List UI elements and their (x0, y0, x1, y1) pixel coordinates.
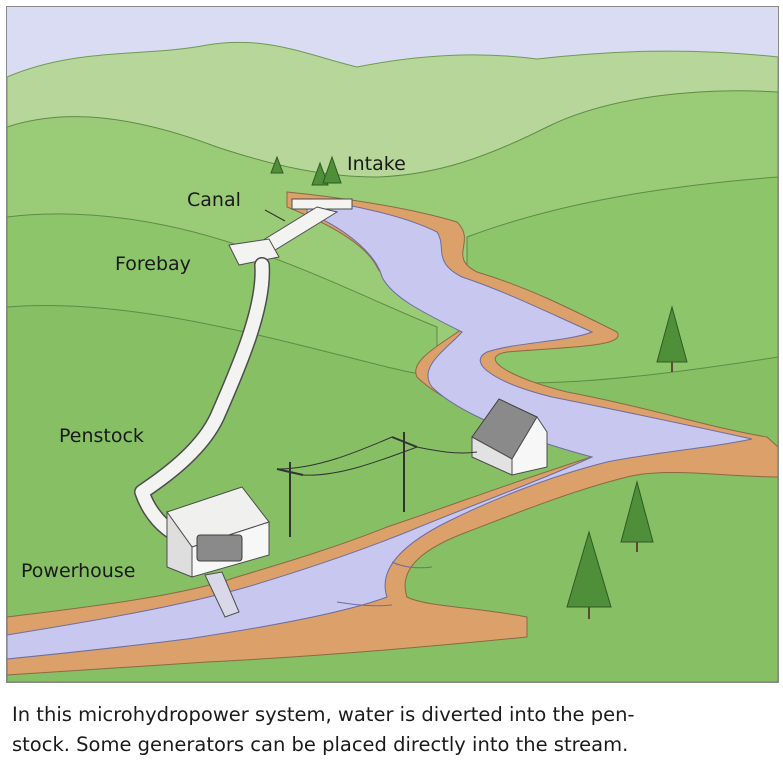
power-wire (302, 446, 418, 476)
microhydropower-illustration: Intake Canal Forebay Penstock Powerhouse (6, 6, 779, 683)
canal-leader-line (264, 209, 286, 222)
figure-caption: In this microhydropower system, water is… (12, 700, 772, 760)
tree-icon (270, 155, 342, 186)
utility-pole-arm (276, 468, 304, 476)
label-intake: Intake (347, 153, 406, 175)
ripple (391, 561, 433, 569)
house-side (471, 436, 513, 476)
tree-icon (566, 530, 612, 619)
power-wire (276, 436, 393, 470)
power-wire (416, 446, 478, 454)
utility-pole-arm (391, 436, 418, 448)
label-penstock: Penstock (59, 425, 144, 447)
label-forebay: Forebay (115, 253, 191, 275)
river (7, 198, 753, 660)
tree-icon (620, 480, 654, 552)
tailrace (204, 571, 240, 618)
penstock-pipe-fill (135, 258, 269, 539)
label-powerhouse: Powerhouse (21, 560, 136, 582)
label-canal: Canal (187, 189, 241, 211)
generator (196, 534, 243, 562)
intake-structure (291, 198, 353, 210)
ripple (336, 601, 393, 607)
caption-line-2: stock. Some generators can be placed dir… (12, 733, 629, 756)
caption-line-1: In this microhydropower system, water is… (12, 703, 635, 726)
tree-icon (656, 305, 688, 372)
